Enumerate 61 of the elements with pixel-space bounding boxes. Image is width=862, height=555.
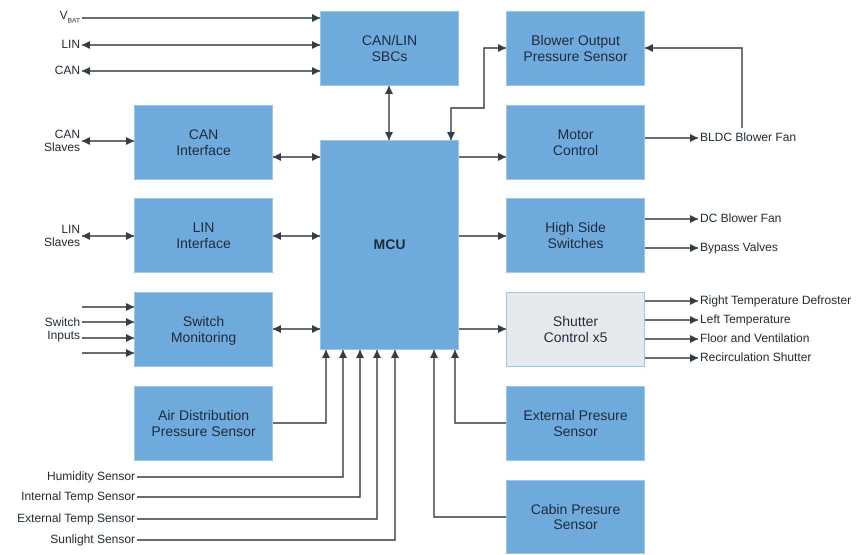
block-box: Blower Output Pressure Sensor xyxy=(506,11,645,86)
signal-label: Floor and Ventilation xyxy=(698,331,862,347)
block-box: MCU xyxy=(320,140,459,350)
arrow xyxy=(385,86,393,140)
signal-label: External Temp Sensor xyxy=(0,511,137,527)
arrow xyxy=(447,44,506,140)
signal-label: CAN xyxy=(30,63,82,79)
block-box: LIN Interface xyxy=(134,198,273,273)
arrow xyxy=(137,350,399,541)
arrow xyxy=(451,350,506,424)
arrow xyxy=(430,350,506,518)
block-box: Air Distribution Pressure Sensor xyxy=(134,386,273,461)
arrow xyxy=(273,153,320,161)
arrow xyxy=(645,215,698,223)
signal-label: LIN Slaves xyxy=(18,221,82,251)
signal-label: Right Temperature Defroster xyxy=(698,293,862,309)
arrow xyxy=(137,350,364,498)
block-box: Cabin Presure Sensor xyxy=(506,480,645,554)
signal-label: Recirculation Shutter xyxy=(698,350,862,366)
arrow xyxy=(82,349,134,357)
arrow xyxy=(645,44,743,128)
arrow xyxy=(645,134,698,142)
signal-label: Humidity Sensor xyxy=(0,469,137,485)
signal-label: Left Temperature xyxy=(698,312,862,328)
arrow xyxy=(273,350,330,424)
block-box: CAN Interface xyxy=(134,105,273,180)
arrow xyxy=(645,244,698,252)
arrow xyxy=(645,297,698,305)
signal-label: Bypass Valves xyxy=(698,240,818,256)
signal-label: CAN Slaves xyxy=(18,126,82,156)
arrow xyxy=(137,350,381,520)
arrow xyxy=(82,318,134,326)
block-box: Shutter Control x5 xyxy=(506,292,645,367)
arrow xyxy=(645,335,698,343)
arrow xyxy=(82,137,134,145)
arrow xyxy=(645,354,698,362)
block-box: CAN/LIN SBCs xyxy=(320,11,459,86)
arrow xyxy=(82,303,134,311)
signal-label: Internal Temp Sensor xyxy=(0,489,137,505)
arrow xyxy=(137,350,347,478)
signal-label: Sunlight Sensor xyxy=(0,532,137,548)
signal-label: V$_{BAT}$ xyxy=(30,6,82,28)
arrow xyxy=(82,334,134,342)
block-box: High Side Switches xyxy=(506,198,645,273)
block-box: Switch Monitoring xyxy=(134,292,273,367)
block-box: External Presure Sensor xyxy=(506,386,645,461)
arrow xyxy=(645,316,698,324)
block-box: Motor Control xyxy=(506,105,645,180)
arrow xyxy=(82,67,320,75)
signal-label: LIN xyxy=(30,37,82,53)
arrow xyxy=(459,232,506,240)
signal-label: BLDC Blower Fan xyxy=(698,128,818,148)
arrow xyxy=(459,325,506,333)
arrow xyxy=(82,232,134,240)
arrow xyxy=(82,41,320,49)
arrow xyxy=(82,14,320,22)
arrow xyxy=(273,232,320,240)
arrow xyxy=(459,153,506,161)
arrow xyxy=(273,325,320,333)
signal-label: DC Blower Fan xyxy=(698,211,818,227)
signal-label: Switch Inputs xyxy=(18,314,82,344)
